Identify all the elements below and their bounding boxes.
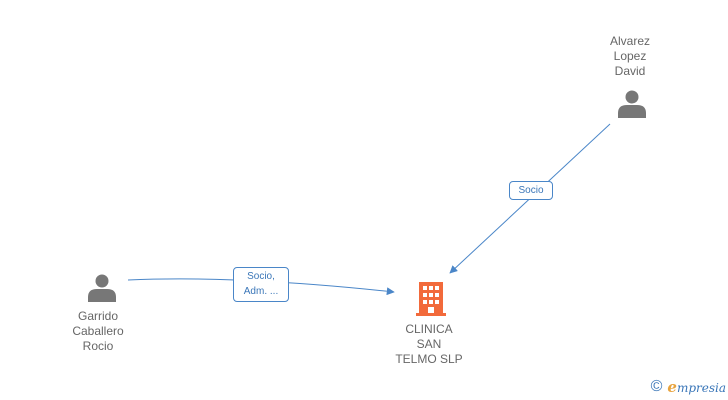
node-label-line: TELMO SLP xyxy=(395,352,463,366)
node-label-line: David xyxy=(614,64,646,78)
edge-label-socio[interactable]: Socio xyxy=(509,181,553,200)
brand-initial: e xyxy=(667,378,677,396)
node-label-alvarez: Alvarez Lopez David xyxy=(590,34,670,79)
node-label-line: CLINICA xyxy=(405,322,453,336)
edge-label-text: Adm. ... xyxy=(243,286,279,297)
node-label-line: Caballero xyxy=(72,324,124,338)
brand-rest: mpresia xyxy=(676,381,726,395)
node-label-garrido: Garrido Caballero Rocio xyxy=(58,309,138,354)
edge-label-socio-adm[interactable]: Socio, Adm. ... xyxy=(233,267,289,302)
empresia-watermark: © empresia xyxy=(651,376,726,398)
person-icon[interactable] xyxy=(617,89,647,119)
node-label-line: Alvarez xyxy=(609,34,650,48)
edge-label-text: Socio xyxy=(518,185,544,196)
edge-label-text: Socio, xyxy=(247,271,275,282)
node-label-line: Rocio xyxy=(82,339,114,353)
node-label-clinica: CLINICA SAN TELMO SLP xyxy=(384,322,474,367)
building-icon[interactable] xyxy=(416,282,446,316)
node-label-line: SAN xyxy=(416,337,442,351)
brand-logo: empresia xyxy=(667,378,726,396)
copyright-icon: © xyxy=(650,378,663,395)
node-label-line: Garrido xyxy=(77,309,118,323)
person-icon[interactable] xyxy=(87,273,117,303)
node-label-line: Lopez xyxy=(613,49,647,63)
